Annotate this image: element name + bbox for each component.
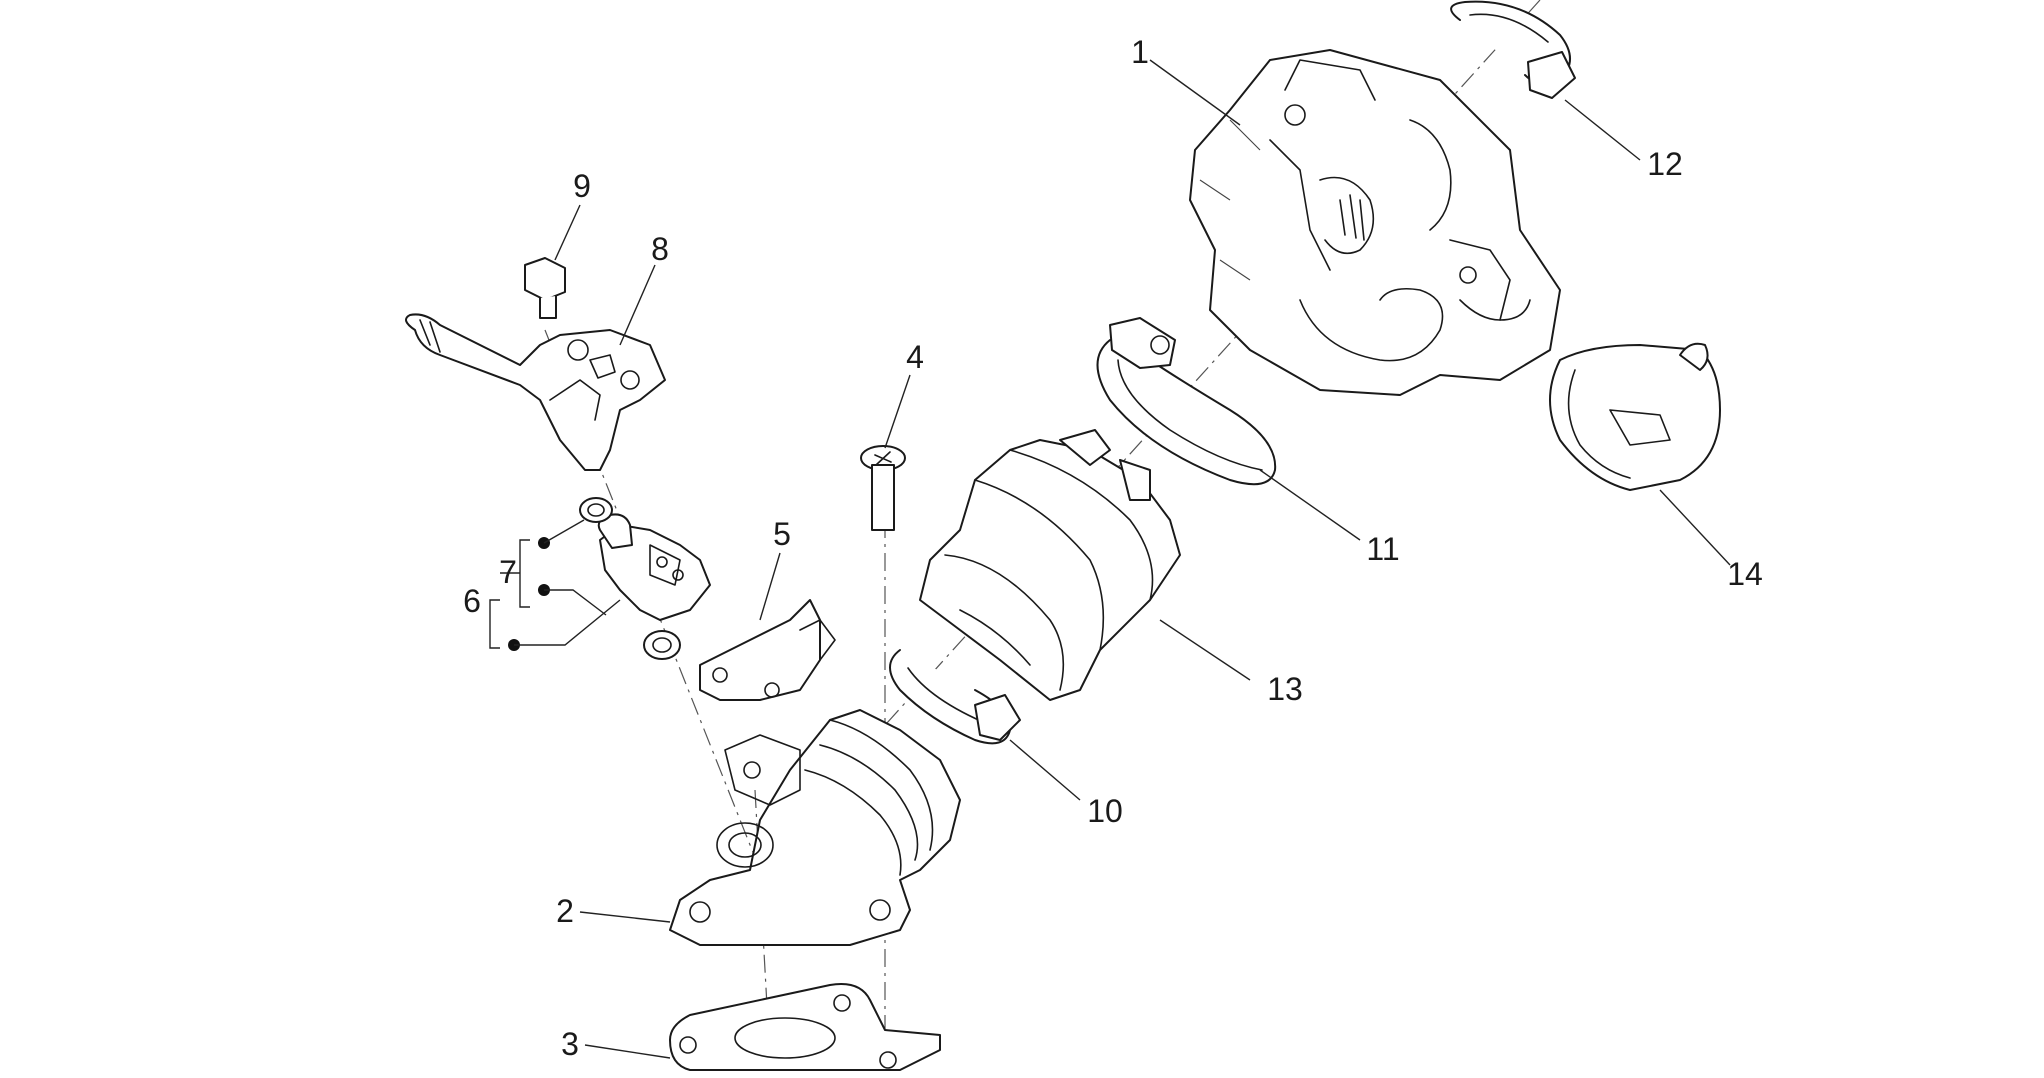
intake-connector-part [919, 429, 1181, 701]
bolt-part [524, 257, 566, 319]
callout-14: 14 [1727, 556, 1763, 592]
gasket-part [669, 983, 941, 1071]
throttle-body-part [1189, 49, 1561, 396]
hose-clamp-middle-part [1096, 317, 1277, 486]
callout-1: 1 [1131, 34, 1149, 70]
callout-8: 8 [651, 231, 669, 267]
callout-12: 12 [1647, 146, 1683, 182]
callout-3: 3 [561, 1026, 579, 1062]
callout-13: 13 [1267, 671, 1303, 707]
kit-brackets [489, 519, 621, 651]
callout-9: 9 [573, 168, 591, 204]
callout-10: 10 [1087, 793, 1123, 829]
screw-part [860, 445, 906, 531]
intake-manifold-part [669, 709, 961, 946]
leader-lines [554, 59, 1731, 1059]
callout-5: 5 [773, 516, 791, 552]
rubber-cap-part [1549, 342, 1721, 491]
callout-labels: 1 2 3 4 5 6 7 8 9 10 11 12 13 14 [463, 34, 1763, 1062]
mounting-bracket-part [699, 599, 836, 701]
injector-holder-part [405, 313, 666, 471]
seal-ring-upper-part [579, 497, 613, 523]
hose-clamp-top-part [1450, 0, 1576, 99]
seal-ring-lower-part [643, 630, 681, 660]
callout-2: 2 [556, 893, 574, 929]
callout-7: 7 [499, 554, 517, 590]
callout-11: 11 [1366, 531, 1399, 567]
injector-part [597, 513, 711, 621]
callout-6: 6 [463, 583, 481, 619]
hose-clamp-lower-part [889, 649, 1021, 745]
callout-4: 4 [906, 339, 924, 375]
